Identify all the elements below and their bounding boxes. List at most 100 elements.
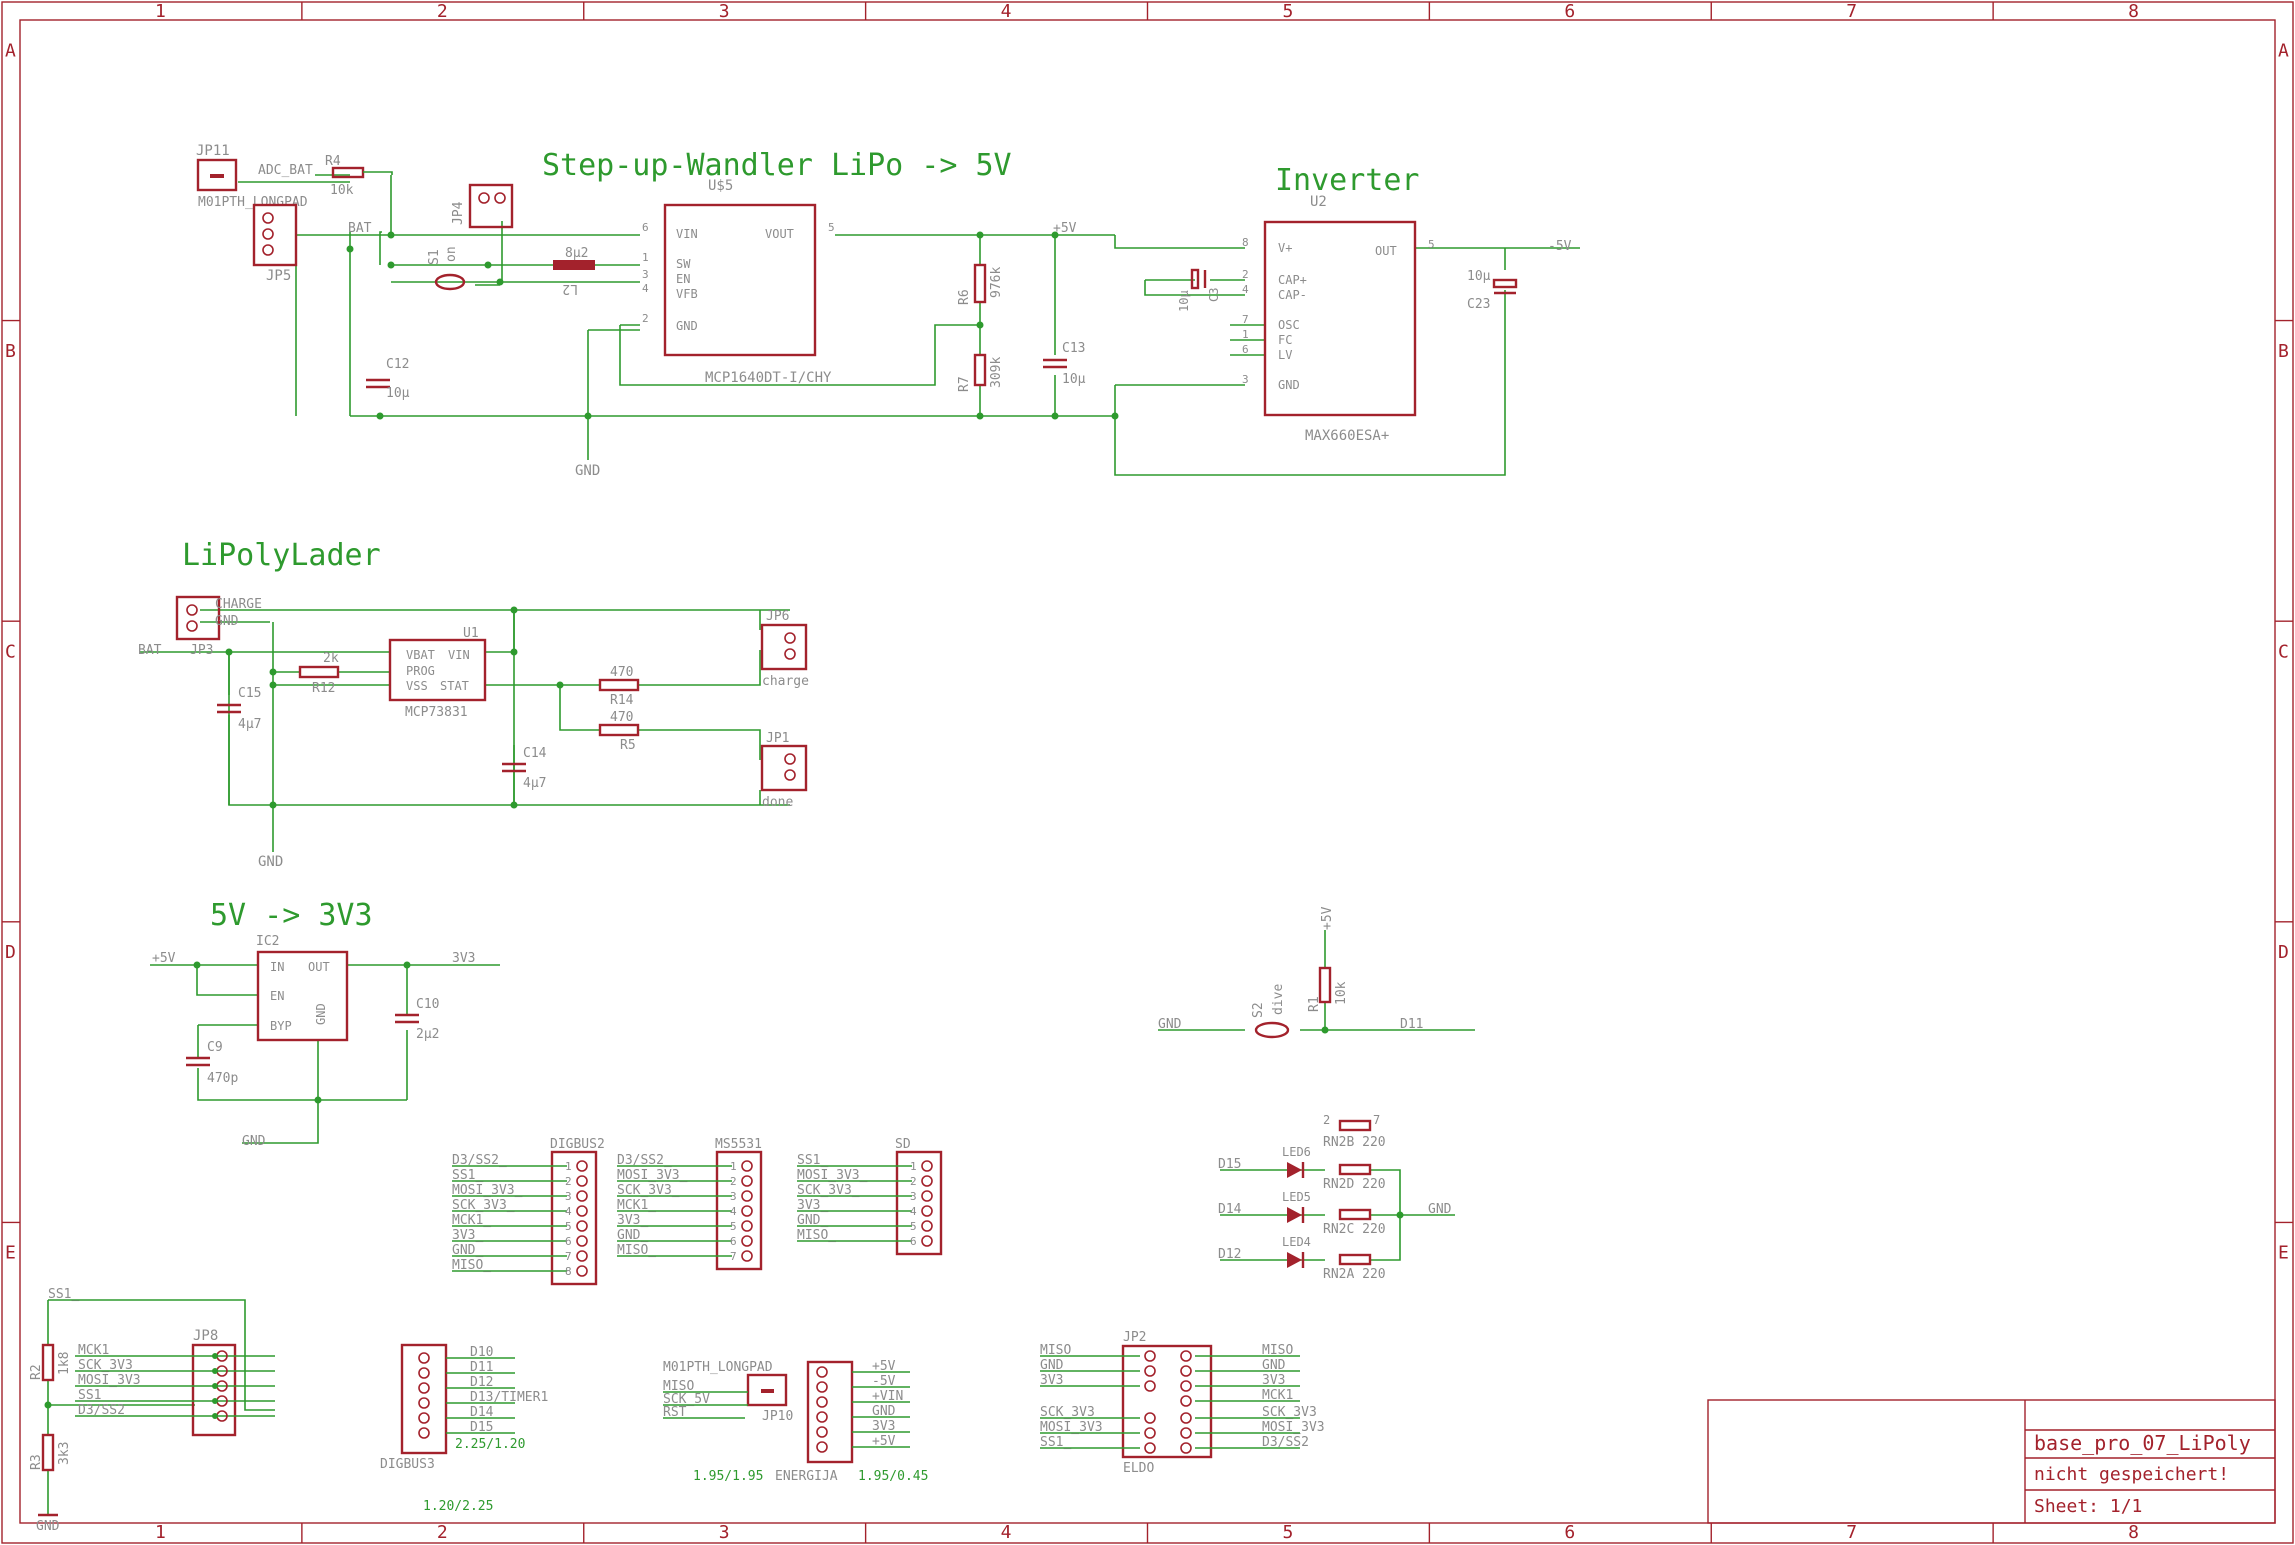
c10-value: 2µ2 xyxy=(416,1027,439,1042)
digbus2-pin xyxy=(576,1190,588,1202)
energija-net: +5V xyxy=(872,1359,896,1374)
c9-value: 470p xyxy=(207,1071,238,1086)
jp6-charge: charge xyxy=(762,674,809,689)
jp6-label: JP6 xyxy=(766,609,789,624)
c14-value: 4µ7 xyxy=(523,776,546,791)
inverter-section: U2 MAX660ESA+ V+8CAP+2CAP-4OSC7FC1LV6GND… xyxy=(1177,194,1572,444)
r2-value: 1k8 xyxy=(57,1352,72,1375)
heading-inverter: Inverter xyxy=(1275,163,1420,198)
u5-pin-num: 6 xyxy=(642,221,649,234)
eldo-right-net: SCK_3V3 xyxy=(1262,1405,1317,1420)
c12-label: C12 xyxy=(386,357,409,372)
s2-gnd: GND xyxy=(1158,1017,1182,1032)
u2-pin-number: 3 xyxy=(1242,373,1249,386)
r3-label: R3 xyxy=(29,1454,44,1470)
digbus3-pin xyxy=(418,1412,430,1424)
frame-row-label: B xyxy=(5,341,16,362)
r2-label: R2 xyxy=(29,1364,44,1380)
led-diode-icon xyxy=(1287,1162,1302,1178)
bat-net: BAT xyxy=(348,221,372,236)
r7-label: R7 xyxy=(957,376,972,392)
ms5531-pin-num: 1 xyxy=(730,1160,737,1173)
stepup-section: GND JP11 M01PTH_LONGPAD R4 10k ADC_BAT B… xyxy=(196,143,1580,479)
r1-label: R1 xyxy=(1307,996,1322,1012)
r3-resistor xyxy=(41,1433,55,1472)
eldo-pin xyxy=(1144,1350,1156,1362)
connector-headers: DIGBUS2D3/SS2_1SS1_2MOSI_3V3_3SCK_3V3_4M… xyxy=(452,1137,943,1286)
dive-button-section: +5V R1 10k S2 dive GND D11 xyxy=(1158,906,1475,1039)
gnd-label-charger: GND xyxy=(258,854,283,870)
jp8-header xyxy=(191,1343,237,1437)
ms5531-pin xyxy=(741,1220,753,1232)
eldo-left-net: SCK_3V3 xyxy=(1040,1405,1095,1420)
r1-resistor xyxy=(1318,966,1332,1004)
digbus2-net: SCK_3V3_ xyxy=(452,1198,515,1213)
digbus2-net: MISO_ xyxy=(452,1258,491,1273)
u2-pin-number: 7 xyxy=(1242,313,1249,326)
digbus3-net: D10 xyxy=(470,1345,493,1360)
digbus3-net: D14 xyxy=(470,1405,494,1420)
eldo-pin xyxy=(1180,1395,1192,1407)
project-name: base_pro_07_LiPoly xyxy=(2034,1431,2251,1455)
r6-value: 976k xyxy=(989,267,1004,298)
u5-mcp1640 xyxy=(663,203,817,357)
ms5531-pin xyxy=(741,1190,753,1202)
frame-column-label: 2 xyxy=(437,1,448,22)
ms5531-pin-num: 7 xyxy=(730,1250,737,1263)
digbus2-pin xyxy=(576,1175,588,1187)
energija-pin xyxy=(816,1441,828,1453)
u2-pin-number: 4 xyxy=(1242,283,1249,296)
u1-pin-vss: VSS xyxy=(406,679,428,693)
frame-row-label: B xyxy=(2278,341,2289,362)
charger-section: GND CHARGE GND JP3 BAT 2k R12 U1 MCP7383… xyxy=(138,595,809,870)
digbus2-header xyxy=(550,1150,598,1286)
eldo-label: ELDO xyxy=(1123,1461,1154,1476)
sd-net: MISO_ xyxy=(797,1228,836,1243)
jp10-header xyxy=(746,1373,788,1407)
u5-pin-vfb: VFB xyxy=(676,287,698,301)
jp4-label: JP4 xyxy=(451,201,466,225)
digbus2-pin xyxy=(576,1265,588,1277)
title-block: base_pro_07_LiPoly nicht gespeichert! Sh… xyxy=(1707,1399,2276,1524)
digbus2-net: D3/SS2_ xyxy=(452,1153,507,1168)
r6-label: R6 xyxy=(957,289,972,305)
u2-max660 xyxy=(1263,220,1417,417)
led-label: LED6 xyxy=(1282,1145,1311,1159)
sheet-number: Sheet: 1/1 xyxy=(2034,1496,2142,1517)
led-net: D15 xyxy=(1218,1157,1241,1172)
ms5531-label: MS5531 xyxy=(715,1137,762,1152)
ic2-pin-out: OUT xyxy=(308,960,330,974)
ms5531-pin xyxy=(741,1205,753,1217)
c23-value: 10µ xyxy=(1467,269,1491,284)
frame-column-label: 5 xyxy=(1282,1522,1293,1543)
energija-pin xyxy=(816,1366,828,1378)
u1-mcp73831 xyxy=(388,638,487,702)
eldo-pin xyxy=(1180,1365,1192,1377)
frame-column-label: 7 xyxy=(1846,1522,1857,1543)
jp10-type: M01PTH_LONGPAD xyxy=(663,1360,773,1375)
jp8-net: SS1 xyxy=(78,1388,101,1403)
u2-pin-out: OUT xyxy=(1375,244,1397,258)
jp8-net: MCK1 xyxy=(78,1343,109,1358)
r5-resistor xyxy=(598,723,640,737)
energija-pin xyxy=(816,1396,828,1408)
u5-pin-vout: VOUT xyxy=(765,227,794,241)
eldo-pin xyxy=(1144,1427,1156,1439)
frame-column-label: 4 xyxy=(1001,1,1012,22)
sd-label: SD xyxy=(895,1137,911,1152)
sd-pin-num: 5 xyxy=(910,1220,917,1233)
jp8-net: D3/SS2 xyxy=(78,1403,125,1418)
c15-value: 4µ7 xyxy=(238,717,261,732)
ms5531-pin-num: 2 xyxy=(730,1175,737,1188)
u2-pin-name: CAP+ xyxy=(1278,273,1307,287)
c3-value: 10µ xyxy=(1177,290,1191,312)
led-resistor xyxy=(1338,1253,1372,1266)
frame-column-label: 8 xyxy=(2128,1,2139,22)
energija-net: GND xyxy=(872,1404,896,1419)
jp2-label: JP2 xyxy=(1123,1330,1146,1345)
ldo-in-net: +5V xyxy=(152,951,176,966)
sd-pin-num: 3 xyxy=(910,1190,917,1203)
